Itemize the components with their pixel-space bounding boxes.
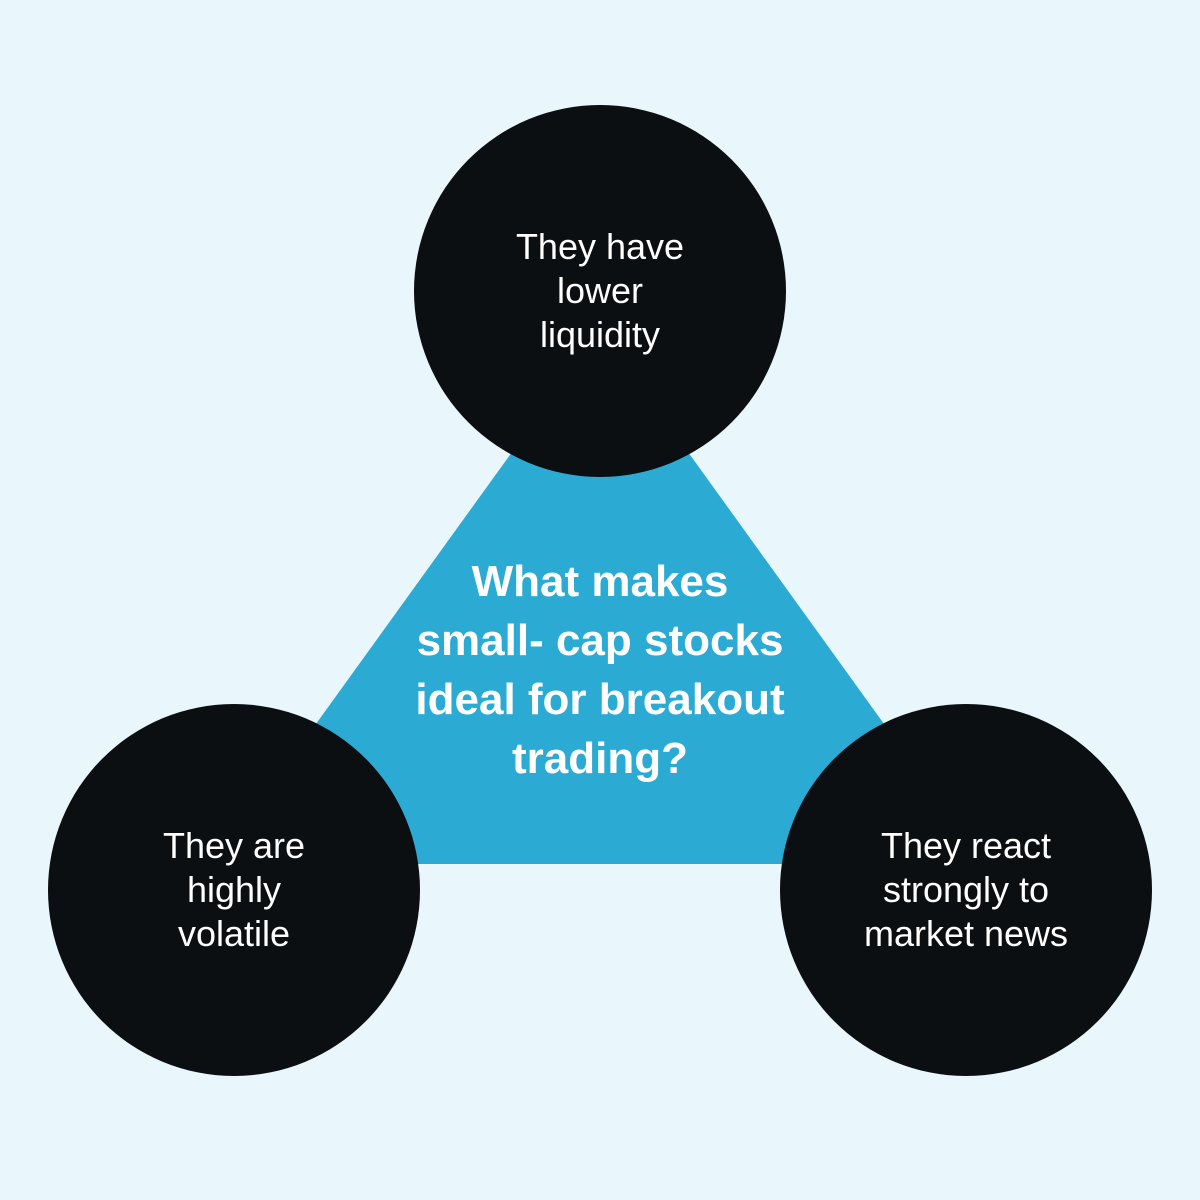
central-question: What makes small- cap stocks ideal for b… bbox=[415, 557, 785, 783]
node-left-circle: They are highly volatile bbox=[48, 704, 420, 1076]
node-top-circle: They have lower liquidity bbox=[414, 105, 786, 477]
triangle-shape bbox=[215, 330, 985, 864]
node-left-label: They are highly volatile bbox=[162, 825, 306, 954]
node-right-label: They react strongly to market news bbox=[863, 825, 1069, 954]
node-top-label: They have lower liquidity bbox=[515, 226, 685, 355]
node-right-circle: They react strongly to market news bbox=[780, 704, 1152, 1076]
